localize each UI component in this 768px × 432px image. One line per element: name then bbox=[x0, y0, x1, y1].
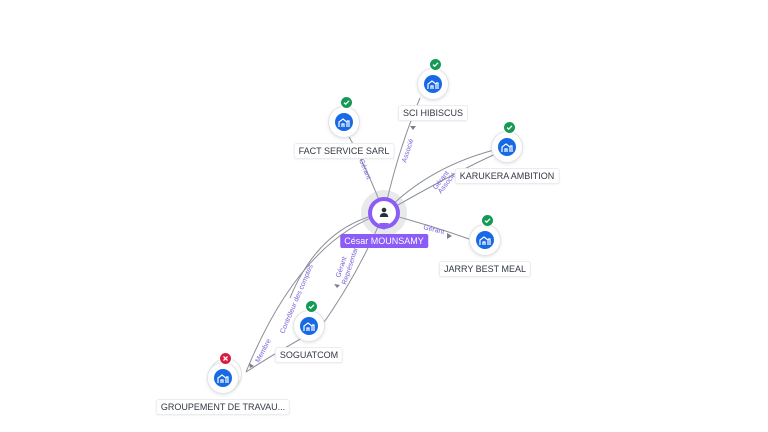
company-avatar[interactable] bbox=[418, 58, 448, 99]
edge-label-groupement: Membre bbox=[255, 338, 273, 364]
company-avatar[interactable] bbox=[329, 96, 359, 137]
building-icon bbox=[303, 322, 315, 331]
status-ok-icon bbox=[429, 58, 442, 71]
building-icon bbox=[338, 118, 350, 127]
status-ok-icon bbox=[503, 121, 516, 134]
arrow-groupement bbox=[249, 363, 254, 368]
edge-karukera-2 bbox=[383, 151, 501, 214]
company-label[interactable]: SCI HIBISCUS bbox=[398, 106, 468, 120]
person-icon bbox=[379, 207, 389, 217]
status-ok-icon bbox=[481, 214, 494, 227]
arrow-jarry bbox=[447, 233, 452, 239]
building-icon bbox=[427, 80, 439, 89]
arrow-soguatcom bbox=[334, 284, 340, 288]
company-avatar[interactable] bbox=[294, 300, 324, 341]
building-icon bbox=[217, 374, 229, 383]
company-label[interactable]: SOGUATCOM bbox=[275, 348, 343, 362]
status-ok-icon bbox=[305, 300, 318, 313]
company-avatar[interactable] bbox=[470, 214, 500, 255]
edge-label-jarry: Gérant bbox=[423, 224, 446, 236]
company-label[interactable]: JARRY BEST MEAL bbox=[439, 262, 531, 276]
person-label[interactable]: César MOUNSAMY bbox=[340, 234, 428, 248]
status-ok-icon bbox=[340, 96, 353, 109]
company-label[interactable]: KARUKERA AMBITION bbox=[455, 169, 559, 183]
building-icon bbox=[479, 236, 491, 245]
status-closed-icon bbox=[219, 352, 232, 365]
company-avatar[interactable] bbox=[492, 121, 522, 162]
company-label[interactable]: GROUPEMENT DE TRAVAU... bbox=[156, 400, 290, 414]
company-label[interactable]: FACT SERVICE SARL bbox=[294, 144, 394, 158]
person-pin[interactable] bbox=[368, 197, 400, 230]
edge-groupement bbox=[245, 212, 385, 373]
company-avatar[interactable] bbox=[208, 352, 238, 393]
edge-label-fact-service: Gérant bbox=[357, 158, 372, 181]
building-icon bbox=[501, 143, 513, 152]
arrow-sci-hibiscus bbox=[410, 126, 416, 130]
